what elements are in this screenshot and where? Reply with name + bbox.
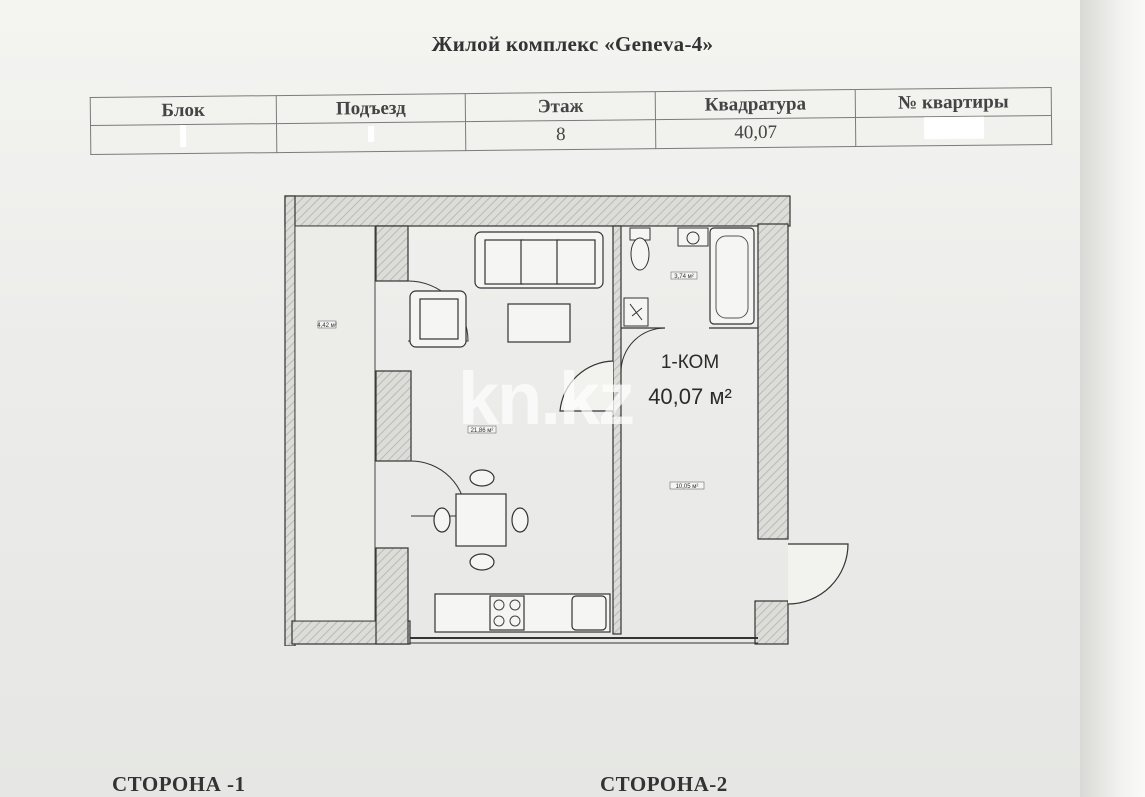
entrance-door	[787, 543, 849, 605]
value-floor: 8	[465, 119, 656, 151]
partition-middle	[375, 370, 412, 462]
paper-sheet	[0, 0, 1080, 797]
floor-plan: 4,42 м² 21,86 м² 3,74 м² 10,05 м² 1-КОМ …	[280, 186, 855, 646]
header-area: Квадратура	[655, 89, 856, 120]
header-floor: Этаж	[465, 91, 656, 122]
balcony-area-tag	[317, 320, 337, 329]
sofa	[474, 231, 604, 289]
boiler-symbol	[629, 303, 643, 321]
right-wall	[757, 223, 789, 540]
bathroom-door-arc	[620, 327, 666, 373]
redaction-mark	[368, 126, 375, 143]
floor-plan-drawing: 4,42 м² 21,86 м² 3,74 м² 10,05 м² 1-КОМ …	[284, 195, 849, 646]
stove-burners	[493, 599, 521, 627]
bathtub	[709, 227, 755, 325]
toilet-bowl	[630, 237, 650, 271]
balcony-area-label: 4,42 м²	[317, 323, 336, 329]
living-area-tag	[467, 425, 497, 434]
dining-set	[433, 469, 529, 571]
side-2-label: СТОРОНА-2	[600, 772, 728, 796]
apartment-type-label: 1-КОМ	[661, 352, 719, 373]
sink-bowl	[686, 231, 700, 245]
top-wall	[284, 195, 791, 227]
side-1-label: СТОРОНА -1	[112, 772, 246, 796]
redaction-mark	[180, 125, 187, 148]
value-apartment-number	[855, 115, 1052, 147]
apartment-info-table: Блок Подъезд Этаж Квадратура № квартиры …	[90, 87, 1053, 155]
value-entrance	[276, 121, 467, 153]
inner-wall	[612, 225, 622, 635]
partition-bottom	[375, 547, 409, 645]
hall-area-label: 10,05 м²	[676, 484, 699, 490]
watermark-logo: kn.kz	[458, 357, 635, 440]
paper-edge	[1080, 0, 1145, 797]
value-block	[90, 123, 277, 155]
bathroom-area-tag	[670, 271, 698, 280]
sink	[677, 227, 709, 247]
header-block: Блок	[90, 95, 277, 126]
apartment-area-label: 40,07 м²	[648, 384, 732, 409]
right-lower-wall	[754, 600, 789, 645]
partition-top	[375, 225, 409, 282]
living-area-label: 21,86 м²	[471, 428, 494, 434]
header-entrance: Подъезд	[275, 93, 466, 124]
bathtub-inner	[715, 235, 749, 319]
header-apartment-number: № квартиры	[855, 87, 1052, 118]
redaction-mark	[923, 116, 984, 140]
coffee-table	[507, 303, 571, 343]
value-area: 40,07	[655, 117, 856, 149]
kitchen-counter	[434, 593, 611, 633]
document-title: Жилой комплекс «Geneva-4»	[431, 32, 714, 56]
left-wall	[284, 195, 296, 646]
bathroom-area-label: 3,74 м²	[674, 274, 693, 280]
armchair	[409, 290, 467, 348]
balcony-area	[294, 225, 376, 622]
hall-area-tag	[669, 481, 705, 490]
living-door	[559, 360, 614, 412]
outer-walls	[284, 195, 791, 646]
